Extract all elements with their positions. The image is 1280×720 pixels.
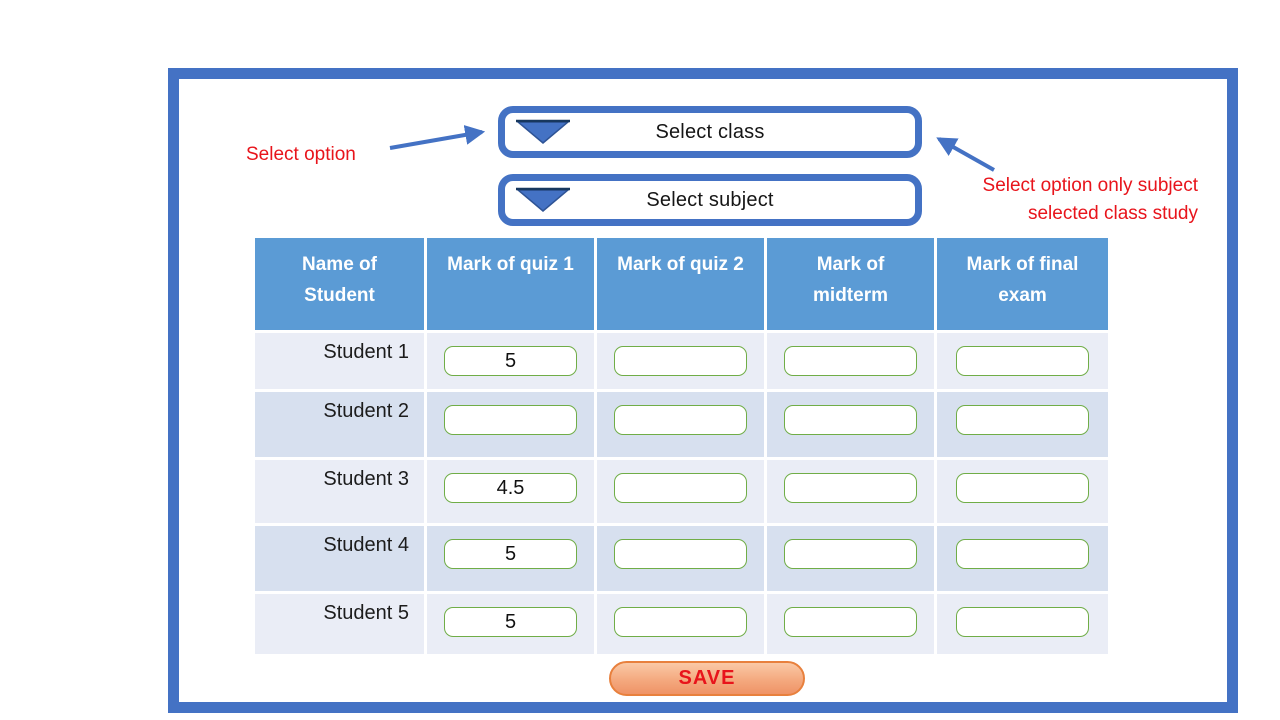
select-option-annotation: Select option: [246, 144, 356, 165]
mark-input-final[interactable]: [956, 346, 1089, 376]
student-name: Student 5: [255, 594, 427, 654]
subject-rule-annotation-line1: Select option only subject: [982, 175, 1198, 196]
mark-input-midterm[interactable]: [784, 405, 917, 435]
mark-input-quiz2[interactable]: [614, 405, 747, 435]
table-row-student-1: Student 1: [255, 333, 1108, 389]
mark-input-quiz2[interactable]: [614, 473, 747, 503]
table-row-student-4: Student 4: [255, 526, 1108, 591]
student-name: Student 2: [255, 392, 427, 457]
mark-input-quiz2[interactable]: [614, 607, 747, 637]
subject-select-label: Select subject: [646, 188, 774, 211]
subject-rule-annotation: Select option only subject selected clas…: [920, 172, 1198, 228]
table-row-student-5: Student 5: [255, 594, 1108, 654]
class-select-dropdown[interactable]: Select class: [498, 106, 922, 158]
subject-select-dropdown[interactable]: Select subject: [498, 174, 922, 226]
student-name: Student 4: [255, 526, 427, 591]
mark-input-midterm[interactable]: [784, 607, 917, 637]
subject-rule-annotation-line2: selected class study: [1027, 203, 1198, 224]
save-button-label: SAVE: [678, 667, 736, 689]
table-row-student-3: Student 3: [255, 460, 1108, 523]
mark-input-final[interactable]: [956, 539, 1089, 569]
mark-input-quiz2[interactable]: [614, 346, 747, 376]
mark-input-final[interactable]: [956, 473, 1089, 503]
mark-input-quiz1[interactable]: [444, 473, 577, 503]
mark-input-final[interactable]: [956, 607, 1089, 637]
header-mark-quiz2: Mark of quiz 2: [597, 238, 767, 330]
mark-input-midterm[interactable]: [784, 539, 917, 569]
student-name: Student 3: [255, 460, 427, 523]
mark-input-midterm[interactable]: [784, 346, 917, 376]
header-mark-quiz1: Mark of quiz 1: [427, 238, 597, 330]
mark-input-quiz1[interactable]: [444, 539, 577, 569]
student-name: Student 1: [255, 333, 427, 389]
dropdown-triangle-icon: [515, 119, 571, 150]
table-row-student-2: Student 2: [255, 392, 1108, 457]
mark-input-quiz1[interactable]: [444, 405, 577, 435]
dropdown-triangle-icon: [515, 187, 571, 218]
class-select-label: Select class: [655, 120, 765, 143]
mark-input-quiz1[interactable]: [444, 607, 577, 637]
annotation-arrow-left: [389, 125, 486, 150]
mark-input-final[interactable]: [956, 405, 1089, 435]
annotation-arrow-right: [936, 137, 995, 172]
mark-input-quiz1[interactable]: [444, 346, 577, 376]
mark-input-midterm[interactable]: [784, 473, 917, 503]
save-button[interactable]: SAVE: [609, 661, 805, 696]
mark-input-quiz2[interactable]: [614, 539, 747, 569]
